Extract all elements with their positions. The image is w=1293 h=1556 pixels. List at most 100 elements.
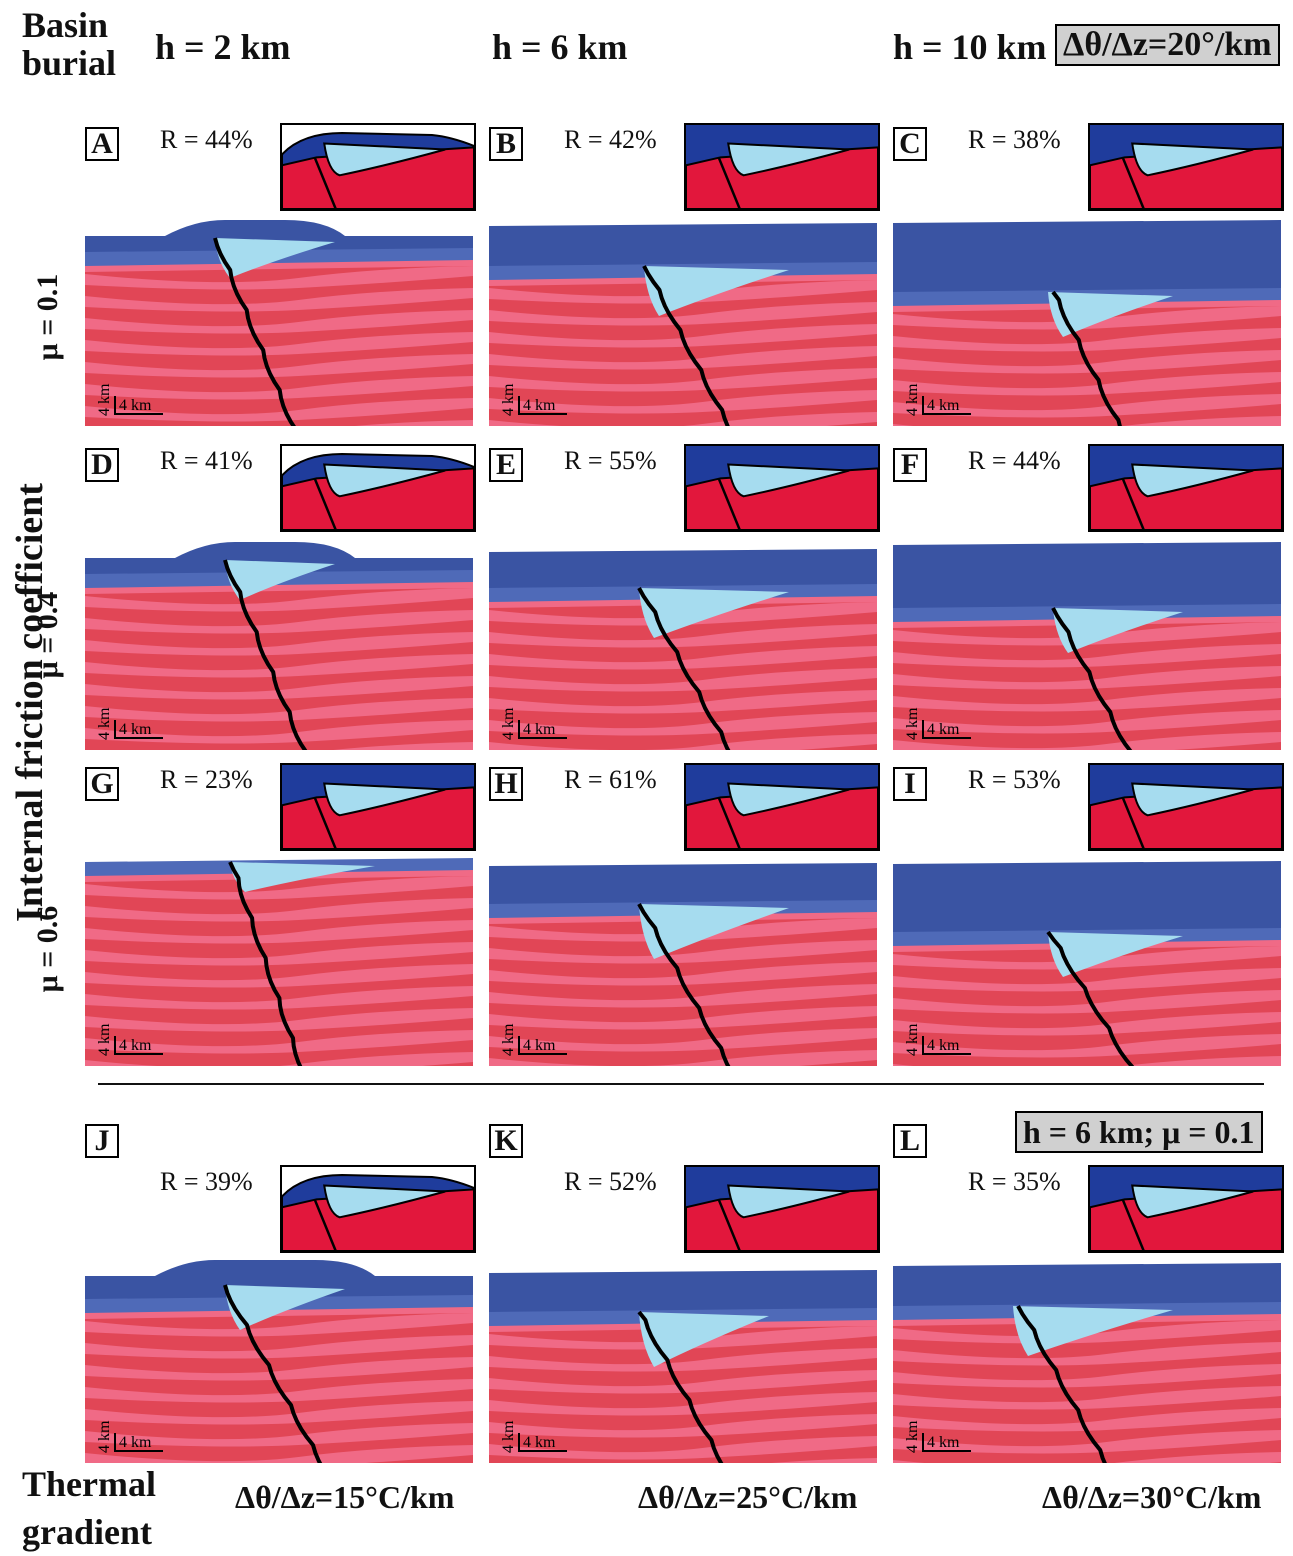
mu-row-label-3: μ = 0.6 (31, 905, 64, 993)
panel-letter-g: G (85, 767, 119, 801)
panel-letter-l: L (893, 1124, 927, 1158)
r-value-b: R = 42% (564, 125, 657, 154)
inset-schematic-h (684, 763, 880, 851)
model-panel-l: 4 km 4 km (893, 1258, 1281, 1463)
r-value-a: R = 44% (160, 125, 253, 154)
section-divider (98, 1083, 1264, 1085)
model-panel-h: 4 km 4 km (489, 856, 877, 1066)
inset-schematic-g (280, 763, 476, 851)
model-svg: 4 km 4 km (85, 220, 473, 426)
inset-schematic-e (684, 444, 880, 532)
inset-svg (282, 1167, 474, 1251)
model-panel-a: 4 km 4 km (85, 218, 473, 426)
svg-text:4 km: 4 km (904, 383, 921, 416)
model-svg: 4 km4 km (489, 549, 877, 750)
gradient-label-15: Δθ/Δz=15°C/km (235, 1479, 455, 1515)
svg-text:4 km: 4 km (96, 707, 113, 740)
svg-text:4 km: 4 km (904, 1420, 921, 1453)
svg-text:4 km: 4 km (96, 1023, 113, 1056)
inset-svg (686, 1167, 878, 1251)
r-value-e: R = 55% (564, 446, 657, 475)
r-value-i: R = 53% (968, 765, 1061, 794)
inset-svg (282, 125, 474, 209)
panel-letter-j: J (85, 1124, 119, 1158)
model-panel-b: 4 km 4 km (489, 218, 877, 426)
panel-letter-c: C (893, 127, 927, 161)
panel-letter-b: B (489, 127, 523, 161)
svg-text:4 km: 4 km (119, 1037, 152, 1054)
inset-schematic-b (684, 123, 880, 211)
model-panel-g: 4 km 4 km (85, 856, 473, 1066)
model-svg: 4 km4 km (489, 1270, 877, 1463)
svg-text:4 km: 4 km (927, 1434, 960, 1451)
model-svg: 4 km 4 km (893, 861, 1281, 1066)
inset-schematic-f (1088, 444, 1284, 532)
mu-row-label-2: μ = 0.4 (31, 591, 64, 679)
svg-text:4 km: 4 km (500, 1023, 517, 1056)
model-svg: 4 km 4 km (489, 223, 877, 426)
r-value-c: R = 38% (968, 125, 1061, 154)
r-value-h: R = 61% (564, 765, 657, 794)
basin-burial-label: Basin burial (22, 5, 117, 83)
model-panel-f: 4 km 4 km (893, 540, 1281, 750)
svg-text:4 km: 4 km (927, 1037, 960, 1054)
svg-text:4 km: 4 km (904, 1023, 921, 1056)
model-svg: 4 km 4 km (893, 220, 1281, 426)
panel-letter-i: I (893, 767, 927, 801)
inset-svg (686, 125, 878, 209)
fixed-params-box: h = 6 km; μ = 0.1 (1015, 1111, 1263, 1153)
model-svg: 4 km 4 km (85, 542, 473, 750)
svg-text:4 km: 4 km (927, 721, 960, 738)
h-label-6km: h = 6 km (492, 27, 628, 67)
r-value-d: R = 41% (160, 446, 253, 475)
r-value-g: R = 23% (160, 765, 253, 794)
model-panel-c: 4 km 4 km (893, 218, 1281, 426)
inset-schematic-a (280, 123, 476, 211)
inset-schematic-c (1088, 123, 1284, 211)
panel-letter-k: K (489, 1124, 523, 1158)
svg-text:4 km: 4 km (523, 721, 556, 738)
inset-schematic-l (1088, 1165, 1284, 1253)
r-value-j: R = 39% (160, 1167, 253, 1196)
inset-svg (686, 765, 878, 849)
svg-text:4 km: 4 km (96, 383, 113, 416)
gradient-label-25: Δθ/Δz=25°C/km (638, 1479, 858, 1515)
svg-text:4 km: 4 km (500, 383, 517, 416)
inset-schematic-i (1088, 763, 1284, 851)
panel-letter-d: D (85, 448, 119, 482)
panel-letter-e: E (489, 448, 523, 482)
r-value-l: R = 35% (968, 1167, 1061, 1196)
inset-schematic-j (280, 1165, 476, 1253)
gradient-label-30: Δθ/Δz=30°C/km (1042, 1479, 1262, 1515)
h-label-2km: h = 2 km (155, 27, 291, 67)
panel-letter-f: F (893, 448, 927, 482)
thermal-gradient-label: Thermal gradient (22, 1464, 156, 1552)
svg-text:4 km: 4 km (523, 397, 556, 414)
model-svg: 4 km 4 km (893, 1263, 1281, 1463)
panel-letter-a: A (85, 127, 119, 161)
r-value-f: R = 44% (968, 446, 1061, 475)
inset-svg (282, 446, 474, 530)
model-svg: 4 km4 km (85, 1260, 473, 1463)
svg-text:4 km: 4 km (500, 1420, 517, 1453)
svg-text:4 km: 4 km (119, 1434, 152, 1451)
mu-row-label-1: μ = 0.1 (31, 273, 64, 361)
svg-text:4 km: 4 km (119, 397, 152, 414)
inset-svg (1090, 765, 1282, 849)
inset-schematic-k (684, 1165, 880, 1253)
svg-text:4 km: 4 km (927, 397, 960, 414)
model-svg: 4 km 4 km (85, 858, 473, 1066)
h-label-10km: h = 10 km (893, 27, 1047, 67)
model-svg: 4 km 4 km (893, 542, 1281, 750)
inset-svg (1090, 1167, 1282, 1251)
svg-text:4 km: 4 km (904, 707, 921, 740)
svg-text:4 km: 4 km (119, 721, 152, 738)
model-panel-d: 4 km 4 km (85, 540, 473, 750)
svg-text:4 km: 4 km (523, 1037, 556, 1054)
inset-schematic-d (280, 444, 476, 532)
inset-svg (1090, 125, 1282, 209)
inset-svg (1090, 446, 1282, 530)
